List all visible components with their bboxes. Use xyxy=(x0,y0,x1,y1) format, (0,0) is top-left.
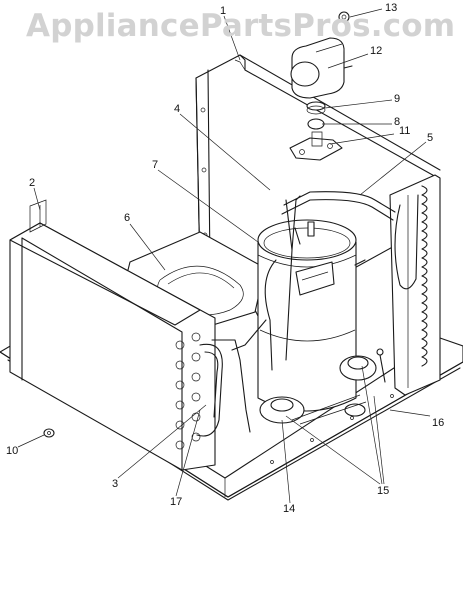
callout-12: 12 xyxy=(370,45,383,57)
callout-14: 14 xyxy=(283,503,296,515)
screw-part xyxy=(43,428,55,438)
condenser-coil xyxy=(9,199,251,471)
compressor xyxy=(257,199,366,412)
callout-10: 10 xyxy=(6,445,19,457)
callout-16: 16 xyxy=(432,417,445,429)
compressor-mounts xyxy=(259,348,386,425)
callout-8: 8 xyxy=(394,116,401,128)
callout-3: 3 xyxy=(112,478,119,490)
callout-2: 2 xyxy=(29,177,36,189)
callout-11: 11 xyxy=(399,125,411,137)
callout-9: 9 xyxy=(394,93,401,105)
callout-5: 5 xyxy=(427,132,434,144)
callout-6: 6 xyxy=(124,212,131,224)
callout-4: 4 xyxy=(174,103,181,115)
refrigerant-tubing xyxy=(231,191,396,351)
callout-15: 15 xyxy=(377,485,390,497)
callout-1: 1 xyxy=(220,5,227,17)
callout-7: 7 xyxy=(152,159,159,171)
callout-13: 13 xyxy=(385,2,398,14)
valve-assembly xyxy=(289,11,353,161)
evaporator-coil xyxy=(389,174,441,396)
callout-17: 17 xyxy=(170,496,183,508)
leader-lines xyxy=(17,8,431,504)
